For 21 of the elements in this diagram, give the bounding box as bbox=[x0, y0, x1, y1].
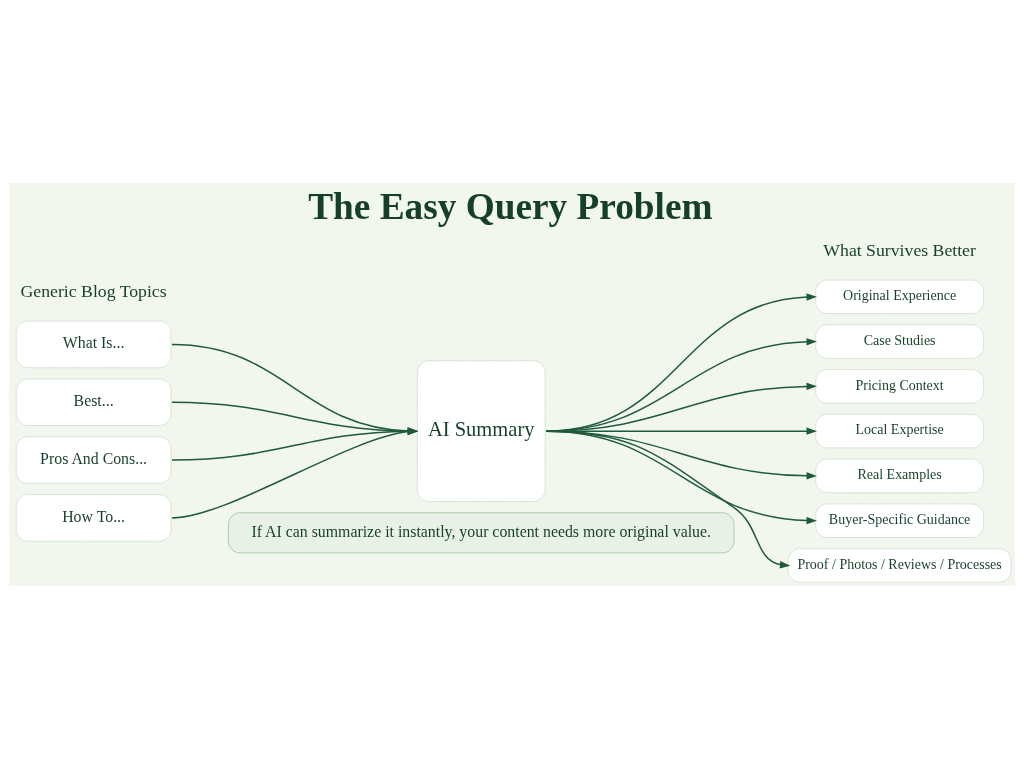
arrow bbox=[171, 400, 419, 435]
node-box: Best... bbox=[15, 377, 172, 426]
node-box: How To... bbox=[15, 493, 172, 542]
label: Generic Blog Topics bbox=[20, 280, 167, 301]
arrow bbox=[171, 427, 419, 519]
node-box: Pros And Cons... bbox=[15, 435, 172, 484]
node-box: Original Experience bbox=[815, 279, 985, 314]
node-box: What Is... bbox=[15, 320, 172, 368]
label: What Survives Better bbox=[823, 239, 976, 260]
node-box: Local Expertise bbox=[815, 413, 985, 448]
node-box: If AI can summarize it instantly, your content needs more original value. bbox=[227, 511, 735, 553]
arrow bbox=[171, 427, 419, 461]
node-box: Proof / Photos / Reviews / Processes bbox=[787, 547, 1012, 583]
node-box: Buyer-Specific Guidance bbox=[815, 502, 985, 538]
node-box: Pricing Context bbox=[815, 368, 985, 404]
arrow bbox=[545, 429, 791, 568]
diagram-title: The Easy Query Problem bbox=[308, 185, 713, 227]
node-box: Real Examples bbox=[815, 458, 985, 493]
arrow bbox=[171, 343, 419, 435]
node-box: Case Studies bbox=[815, 323, 985, 359]
node-box: AI Summary bbox=[416, 359, 546, 502]
